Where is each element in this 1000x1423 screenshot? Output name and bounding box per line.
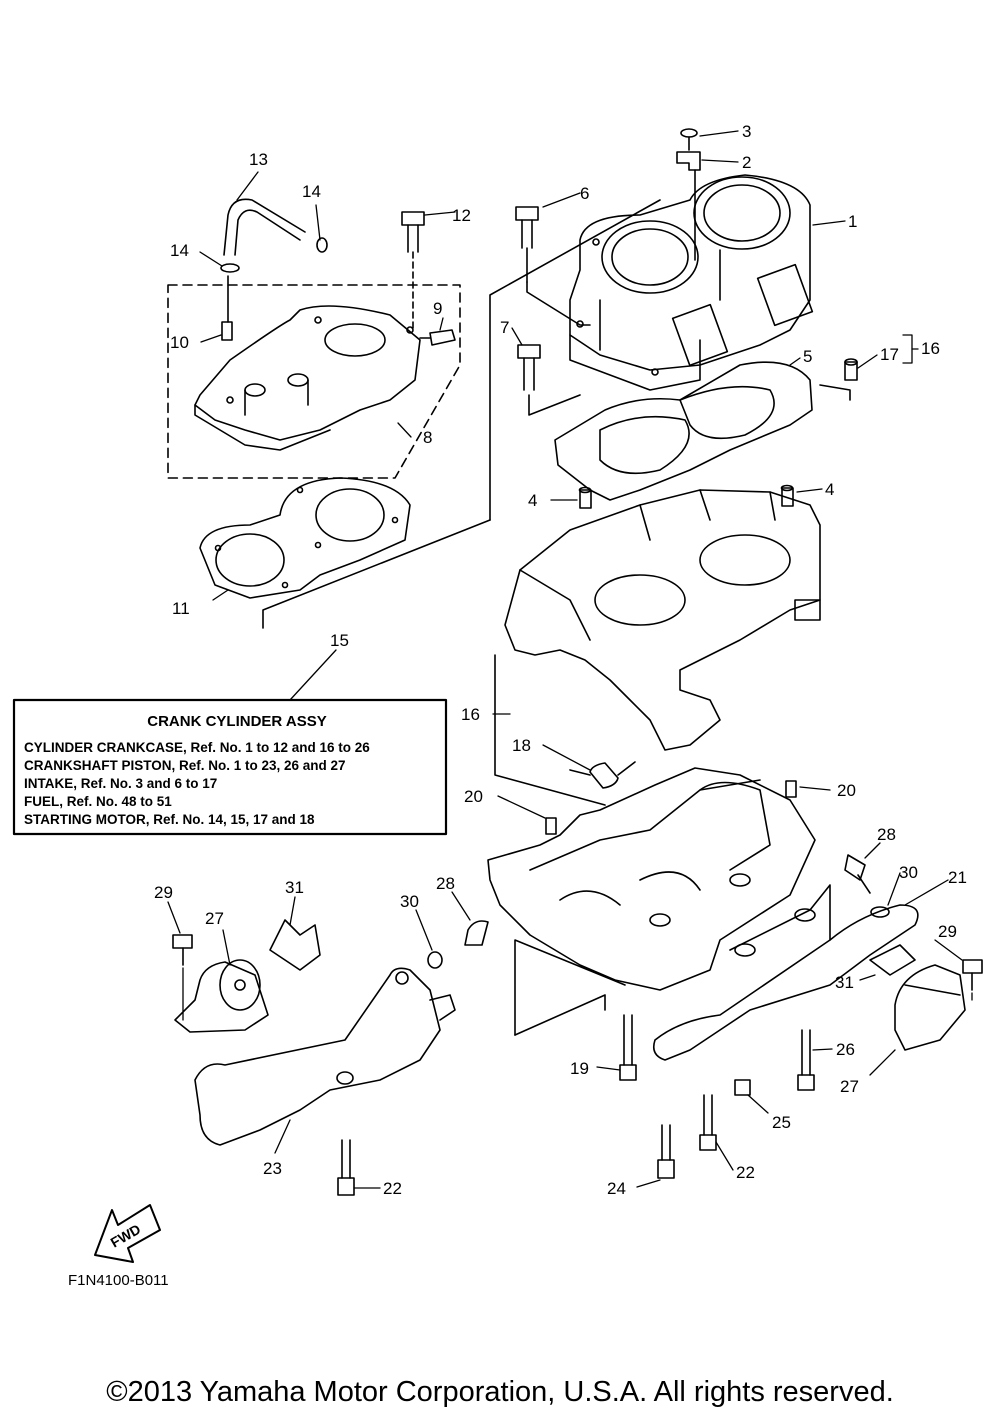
washer-part-30: [428, 907, 889, 968]
dowel-part-17: [845, 359, 857, 380]
assy-box-line-1: CYLINDER CRANKCASE, Ref. No. 1 to 12 and…: [24, 740, 370, 755]
bolt-part-25: [735, 1080, 750, 1095]
cylinder-part: [570, 175, 812, 390]
callout-10: 10: [170, 333, 189, 352]
engine-mount-part-23: [195, 968, 455, 1145]
assy-box-line-5: STARTING MOTOR, Ref. No. 14, 15, 17 and …: [24, 812, 315, 827]
fwd-label: FWD: [108, 1221, 144, 1251]
callout-29-left: 29: [154, 883, 173, 902]
upper-crankcase-part: [505, 486, 820, 751]
callout-6: 6: [580, 184, 589, 203]
assy-box-line-3: INTAKE, Ref. No. 3 and 6 to 17: [24, 776, 217, 791]
assy-box-line-2: CRANKSHAFT PISTON, Ref. No. 1 to 23, 26 …: [24, 758, 346, 773]
callout-15: 15: [330, 631, 349, 650]
engine-mount-rubber-27-left: [175, 960, 268, 1032]
bolt-part-7: [518, 345, 540, 390]
callout-16-top: 16: [921, 339, 940, 358]
callout-4-right: 4: [825, 480, 834, 499]
fitting-part-9: [420, 330, 455, 345]
callout-22-right: 22: [736, 1163, 755, 1182]
engine-mount-part-21: [654, 885, 918, 1060]
head-gasket-part-11: [200, 478, 410, 598]
callout-7: 7: [500, 318, 509, 337]
assembly-info-box: CRANK CYLINDER ASSY CYLINDER CRANKCASE, …: [14, 700, 446, 834]
callout-23: 23: [263, 1159, 282, 1178]
callout-5: 5: [803, 347, 812, 366]
callout-31-right: 31: [835, 973, 854, 992]
callout-20-right: 20: [837, 781, 856, 800]
diagram-code: F1N4100-B011: [68, 1272, 169, 1289]
callout-11: 11: [172, 599, 190, 618]
callout-14-right: 14: [302, 182, 321, 201]
bolt-part-24: [658, 1125, 674, 1178]
assy-box-title: CRANK CYLINDER ASSY: [147, 713, 326, 730]
intake-cover-part-8: [168, 285, 460, 478]
callout-20-left: 20: [464, 787, 483, 806]
screw-part-3: [681, 129, 697, 150]
callout-27-right: 27: [840, 1077, 859, 1096]
copyright-notice: ©2013 Yamaha Motor Corporation, U.S.A. A…: [106, 1376, 894, 1408]
leader-lines: [168, 131, 972, 1188]
callout-30-right: 30: [899, 863, 918, 882]
callout-28-right: 28: [877, 825, 896, 844]
callout-12: 12: [452, 206, 471, 225]
callout-25: 25: [772, 1113, 791, 1132]
clamp-part-14: [221, 238, 327, 322]
dowel-part-18: [570, 762, 635, 788]
hose-part-13: [224, 199, 305, 255]
forward-arrow-icon: FWD: [95, 1205, 160, 1262]
callout-labels: 1 2 3 4 4 5 6 7 8 9 10 11 12 13 14 14 15…: [154, 122, 967, 1198]
callout-9: 9: [433, 299, 442, 318]
callout-3: 3: [742, 122, 751, 141]
callout-17: 17: [880, 345, 899, 364]
callout-8: 8: [423, 428, 432, 447]
clip-part-31-left: [270, 920, 320, 970]
bolt-part-19: [620, 1015, 636, 1080]
callout-24: 24: [607, 1179, 626, 1198]
callout-28-left: 28: [436, 874, 455, 893]
callout-4-left: 4: [528, 491, 537, 510]
callout-31-left: 31: [285, 878, 304, 897]
dowel-part-10: [222, 322, 232, 340]
callout-19: 19: [570, 1059, 589, 1078]
bolt-part-28: [465, 855, 870, 945]
lower-crankcase-part: [488, 768, 815, 990]
bolt-part-22-right: [700, 1095, 716, 1150]
engine-mount-rubber-27-right: [895, 965, 965, 1050]
bolt-part-29: [173, 935, 982, 990]
clip-part-31-right: [870, 945, 915, 975]
bolt-part-26: [798, 1030, 814, 1090]
callout-27-left: 27: [205, 909, 224, 928]
callout-21: 21: [948, 868, 967, 887]
callout-30-left: 30: [400, 892, 419, 911]
callout-29-right: 29: [938, 922, 957, 941]
callout-18: 18: [512, 736, 531, 755]
bolt-part-6: [516, 207, 538, 282]
callout-26: 26: [836, 1040, 855, 1059]
bolt-part-22-left: [338, 1140, 354, 1195]
callout-14-left: 14: [170, 241, 189, 260]
bracket-line-16: [495, 655, 605, 805]
cylinder-gasket-part-5: [555, 362, 812, 500]
callout-22-left: 22: [383, 1179, 402, 1198]
clamp-part-2: [677, 152, 700, 260]
bolt-part-12: [402, 212, 424, 330]
callout-16-mid: 16: [461, 705, 480, 724]
callout-2: 2: [742, 153, 751, 172]
callout-1: 1: [848, 212, 857, 231]
callout-13: 13: [249, 150, 268, 169]
assy-box-line-4: FUEL, Ref. No. 48 to 51: [24, 794, 172, 809]
